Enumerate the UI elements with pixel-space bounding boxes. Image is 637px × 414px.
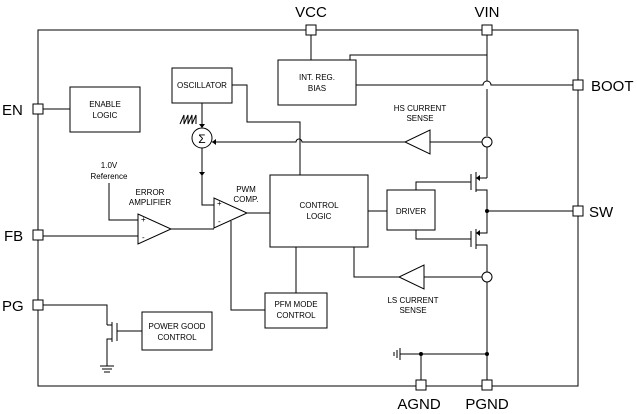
sawtooth-ramp-icon <box>179 114 197 125</box>
driver-to-hs-gate <box>415 181 471 190</box>
power-good-control-block <box>141 311 213 351</box>
agnd-pin-label: AGND <box>397 396 441 413</box>
ls-current-sense-label-2: SENSE <box>399 306 426 315</box>
summer-to-pwm <box>201 148 214 206</box>
int-reg-label-1: INT. REG. <box>299 73 335 82</box>
fb-pin-label: FB <box>4 228 23 245</box>
chassis-ground-icon <box>393 348 401 360</box>
driver-to-ls-gate <box>415 230 471 240</box>
hs-current-sense-amp <box>403 129 431 155</box>
power-good-label-2: CONTROL <box>157 333 197 342</box>
hs-arrow <box>212 139 216 145</box>
pgnd-pin <box>481 379 493 391</box>
osc-to-control <box>232 84 301 175</box>
pfm-label-1: PFM MODE <box>274 300 317 309</box>
ls-current-sense-label-1: LS CURRENT <box>387 296 438 305</box>
control-logic-label-2: LOGIC <box>307 212 332 221</box>
pg-pin-label: PG <box>2 298 24 315</box>
control-logic-block <box>269 174 369 248</box>
pfm-label-2: CONTROL <box>276 311 316 320</box>
pgnd-junction <box>485 352 489 356</box>
ls-sense-node <box>481 271 493 283</box>
int-reg-bias-block <box>277 59 357 106</box>
ls-sense-to-control <box>353 247 399 278</box>
low-side-mosfet <box>470 211 488 272</box>
vcc-pin-label: VCC <box>295 4 327 21</box>
ls-current-sense-amp <box>397 264 425 290</box>
reference-label-2: Reference <box>91 172 128 181</box>
hs-current-sense-label-1: HS CURRENT <box>394 104 447 113</box>
oscillator-label: OSCILLATOR <box>177 81 227 90</box>
pwm-to-pfm <box>230 221 265 311</box>
error-amplifier-symbol <box>137 213 173 245</box>
pwm-comp-minus: - <box>218 217 221 226</box>
error-amp-plus: + <box>141 215 146 224</box>
enable-logic-label-2: LOGIC <box>93 111 118 120</box>
reference-wire <box>108 183 138 221</box>
fb-pin <box>32 229 44 241</box>
boot-pin-label: BOOT <box>591 78 634 95</box>
sw-pin-label: SW <box>589 204 614 221</box>
pwm-comparator-symbol <box>213 197 249 229</box>
reference-label-1: 1.0V <box>101 161 118 170</box>
vin-pin <box>481 24 493 36</box>
summer-sigma: Σ <box>198 132 205 146</box>
ground-icon <box>100 365 114 373</box>
error-amp-label-1: ERROR <box>136 188 165 197</box>
boot-wire <box>356 80 573 86</box>
hs-sense-to-summer <box>212 138 405 143</box>
pg-pin <box>32 299 44 311</box>
vin-pin-label: VIN <box>474 4 499 21</box>
boot-pin <box>572 79 584 91</box>
driver-label: DRIVER <box>396 207 426 216</box>
int-reg-label-2: BIAS <box>308 84 326 93</box>
vcc-pin <box>305 24 317 36</box>
enable-logic-label-1: ENABLE <box>89 100 121 109</box>
pgnd-pin-label: PGND <box>465 396 509 413</box>
pg-mosfet <box>106 322 142 366</box>
driver-block <box>386 189 436 231</box>
error-amp-minus: - <box>142 233 145 242</box>
pwm-comp-label-2: COMP. <box>233 195 258 204</box>
error-amp-label-2: AMPLIFIER <box>129 198 171 207</box>
high-side-mosfet <box>470 172 488 210</box>
power-good-label-1: POWER GOOD <box>149 322 206 331</box>
summer-pwm-arrow <box>199 172 205 176</box>
pg-wire <box>43 304 108 325</box>
control-logic-label-1: CONTROL <box>299 201 339 210</box>
hs-current-sense-label-2: SENSE <box>406 114 433 123</box>
hs-sense-node <box>481 136 493 148</box>
sw-pin <box>572 205 584 217</box>
agnd-pin <box>415 379 427 391</box>
enable-logic-block <box>69 86 141 133</box>
en-pin-label: EN <box>2 102 23 119</box>
vin-to-int-reg <box>349 54 487 60</box>
en-pin <box>32 103 44 115</box>
pwm-comp-plus: + <box>217 199 222 208</box>
pwm-comp-label-1: PWM <box>236 185 256 194</box>
osc-arrow <box>199 124 205 128</box>
